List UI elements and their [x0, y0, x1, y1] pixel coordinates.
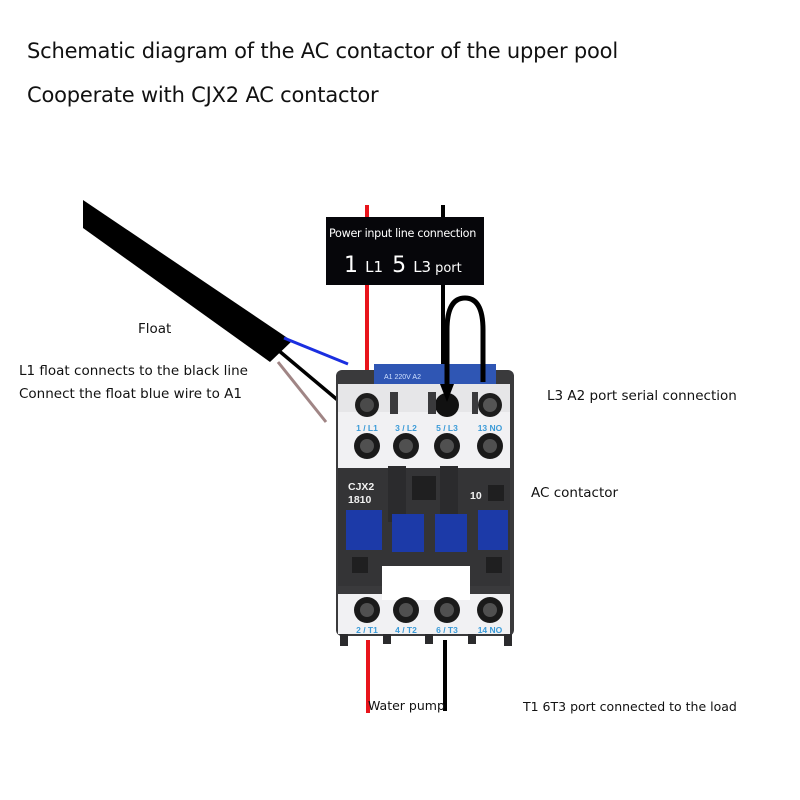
blue-button [435, 514, 467, 552]
port-l1: L1 [365, 258, 383, 276]
float-black-wire [276, 348, 342, 404]
water-pump-label: Water pump [368, 698, 445, 713]
l3-a2-note: L3 A2 port serial connection [547, 388, 737, 404]
aux-contact-label: 10 [470, 490, 482, 502]
svg-text:A1 220V A2: A1 220V A2 [384, 374, 421, 381]
bottom-terminal-label: 4 / T2 [395, 625, 417, 635]
screw-head [399, 603, 413, 617]
screw-head [399, 439, 413, 453]
top-terminal-label: 3 / L2 [395, 423, 417, 433]
terminal-screw [435, 393, 459, 417]
blue-button [346, 510, 382, 550]
blue-wire-note: Connect the float blue wire to A1 [19, 386, 242, 402]
float-label: Float [138, 321, 172, 337]
port-word: port [435, 261, 462, 276]
float-cable [83, 200, 349, 423]
top-terminal-label: 13 NO [478, 423, 503, 433]
port-number-5: 5 [392, 253, 407, 278]
screw-head [483, 439, 497, 453]
blue-button [478, 510, 508, 550]
coil-label-plate [374, 364, 496, 386]
jumper-wire [444, 295, 486, 395]
bottom-terminal-label: 14 NO [478, 625, 503, 635]
rating-label: 1810 [348, 494, 372, 506]
model-label: CJX2 [348, 481, 374, 493]
arrow-down-icon [440, 384, 454, 402]
top-terminal-label: 5 / L3 [436, 423, 458, 433]
blue-button [392, 514, 424, 552]
screw-head [360, 603, 374, 617]
float-blue-wire [283, 336, 349, 366]
top-terminal-label: 1 / L1 [356, 423, 378, 433]
port-number-1: 1 [344, 253, 358, 278]
ac-contactor-label: AC contactor [531, 485, 619, 501]
diagram-subtitle: Cooperate with CJX2 AC contactor [27, 83, 379, 107]
bottom-terminal-label: 6 / T3 [436, 625, 458, 635]
diagram-title: Schematic diagram of the AC contactor of… [27, 39, 618, 63]
screw-head [440, 439, 454, 453]
float-brown-wire [276, 361, 328, 423]
screw-head [360, 439, 374, 453]
port-l3: L3 [413, 258, 432, 276]
screw-head [483, 603, 497, 617]
load-note: T1 6T3 port connected to the load [523, 699, 737, 714]
float-cable-sheath [83, 200, 292, 362]
screw-head [440, 603, 454, 617]
l1-float-note: L1 float connects to the black line [19, 363, 248, 379]
power-input-title: Power input line connection [329, 227, 477, 240]
bottom-terminal-label: 2 / T1 [356, 625, 378, 635]
